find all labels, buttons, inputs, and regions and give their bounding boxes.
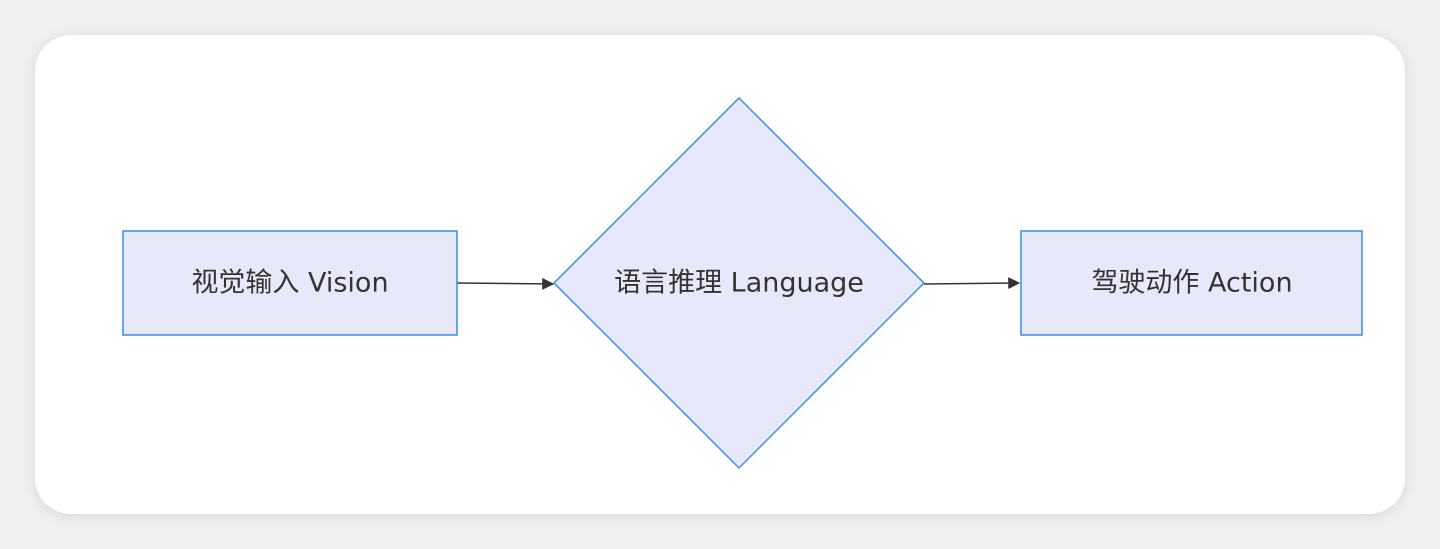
edge-language-to-action (923, 277, 1021, 290)
edge-vision-to-language (456, 277, 555, 290)
node-vision-label: 视觉输入 Vision (191, 268, 388, 299)
node-language[interactable]: 语言推理 Language (552, 96, 926, 470)
node-action[interactable]: 驾驶动作 Action (1020, 230, 1363, 336)
node-vision-box (122, 230, 458, 336)
node-action-box (1020, 230, 1363, 336)
node-vision[interactable]: 视觉输入 Vision (122, 230, 458, 336)
node-action-label: 驾驶动作 Action (1091, 268, 1292, 299)
node-language-diamond (552, 96, 926, 470)
node-language-label: 语言推理 Language (614, 268, 864, 299)
